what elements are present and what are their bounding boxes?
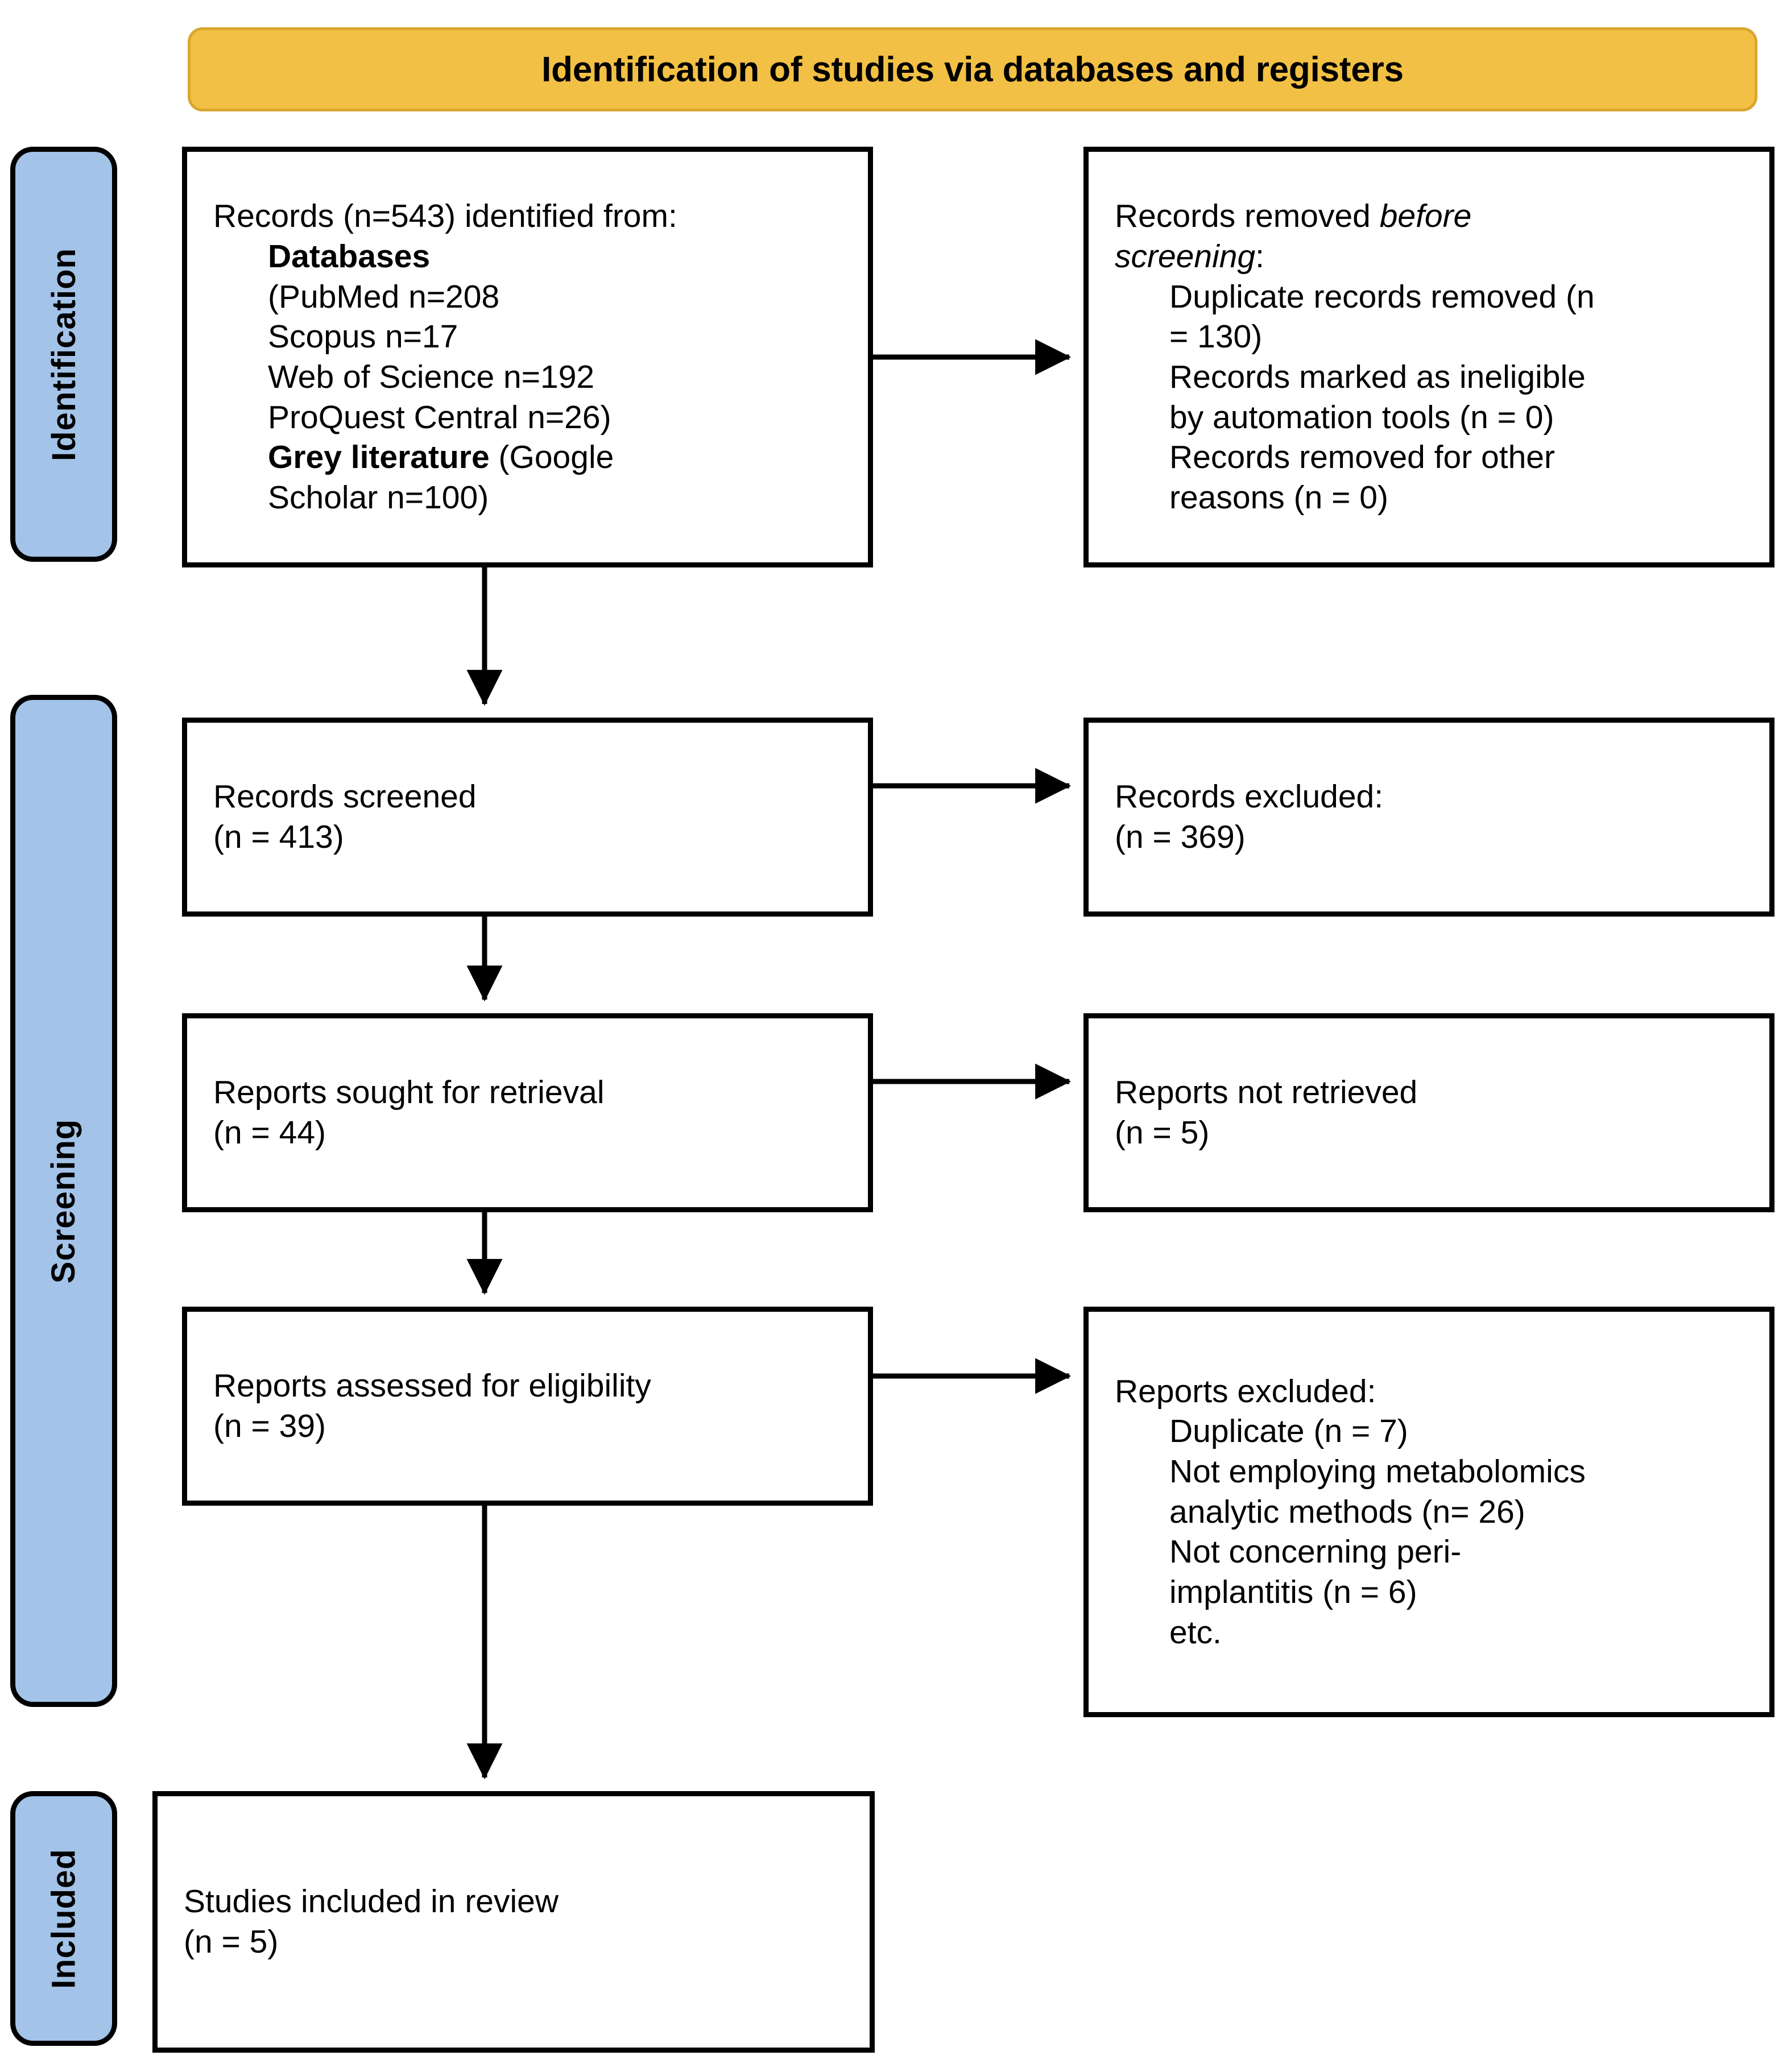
reports-assessed-label: Reports assessed for eligibility — [213, 1367, 651, 1404]
stage-tab-included: Included — [10, 1791, 117, 2046]
source-proquest-central: ProQuest Central n=26) — [268, 399, 611, 436]
records-ineligible-automation-line2: by automation tools (n = 0) — [1169, 399, 1554, 436]
reports-sought-count: (n = 44) — [213, 1114, 326, 1151]
source-scopus: Scopus n=17 — [268, 318, 458, 355]
box-reports-sought-for-retrieval: Reports sought for retrieval (n = 44) — [182, 1013, 873, 1212]
reports-not-retrieved-count: (n = 5) — [1115, 1114, 1210, 1151]
diagram-title: Identification of studies via databases … — [541, 49, 1404, 89]
source-group-databases: Databases — [268, 238, 431, 275]
records-removed-emphasis-screening: screening — [1115, 238, 1256, 275]
records-removed-colon: : — [1255, 238, 1264, 275]
box-studies-included-in-review: Studies included in review (n = 5) — [152, 1791, 875, 2053]
records-ineligible-automation-line1: Records marked as ineligible — [1169, 359, 1586, 395]
records-screened-label: Records screened — [213, 778, 477, 815]
records-removed-emphasis-before: before — [1379, 198, 1472, 235]
records-removed-heading-line2: screening: — [1115, 237, 1743, 277]
box-records-removed-before-screening: Records removed before screening: Duplic… — [1083, 147, 1774, 567]
records-identified-heading: Records (n=543) identified from: — [213, 198, 677, 235]
box-records-identified: Records (n=543) identified from: Databas… — [182, 147, 873, 567]
studies-included-count: (n = 5) — [184, 1924, 279, 1960]
box-records-screened: Records screened (n = 413) — [182, 718, 873, 917]
records-removed-prefix: Records removed — [1115, 198, 1380, 235]
records-excluded-label: Records excluded: — [1115, 778, 1384, 815]
records-screened-count: (n = 413) — [213, 819, 344, 855]
records-removed-other-line1: Records removed for other — [1169, 439, 1555, 476]
stage-label-screening: Screening — [45, 1118, 82, 1283]
duplicate-records-removed-line2: = 130) — [1169, 318, 1263, 355]
duplicate-records-removed-line1: Duplicate records removed (n — [1169, 278, 1595, 315]
source-google-scholar: Scholar n=100) — [268, 479, 489, 516]
box-reports-not-retrieved: Reports not retrieved (n = 5) — [1083, 1013, 1774, 1212]
records-excluded-count: (n = 369) — [1115, 819, 1246, 855]
stage-tab-identification: Identification — [10, 147, 117, 562]
reports-excluded-reason-duplicate: Duplicate (n = 7) — [1169, 1413, 1408, 1450]
reports-excluded-reason-metabolomics-line1: Not employing metabolomics — [1169, 1453, 1586, 1490]
stage-tab-screening: Screening — [10, 695, 117, 1707]
reports-excluded-reason-metabolomics-line2: analytic methods (n= 26) — [1169, 1493, 1525, 1530]
records-removed-heading-line1: Records removed before — [1115, 196, 1743, 237]
grey-literature-label: Grey literature — [268, 439, 490, 476]
box-reports-assessed-for-eligibility: Reports assessed for eligibility (n = 39… — [182, 1307, 873, 1506]
box-reports-excluded: Reports excluded: Duplicate (n = 7) Not … — [1083, 1307, 1774, 1717]
reports-sought-label: Reports sought for retrieval — [213, 1074, 605, 1111]
reports-assessed-count: (n = 39) — [213, 1408, 326, 1444]
reports-excluded-heading: Reports excluded: — [1115, 1373, 1376, 1410]
source-web-of-science: Web of Science n=192 — [268, 359, 595, 395]
diagram-header-banner: Identification of studies via databases … — [188, 27, 1757, 111]
grey-literature-source: (Google — [489, 439, 614, 476]
reports-not-retrieved-label: Reports not retrieved — [1115, 1074, 1418, 1111]
box-records-excluded: Records excluded: (n = 369) — [1083, 718, 1774, 917]
stage-label-included: Included — [45, 1848, 82, 1989]
records-removed-other-line2: reasons (n = 0) — [1169, 479, 1388, 516]
source-group-grey-literature: Grey literature (Google — [213, 437, 842, 478]
reports-excluded-reason-periimplantitis-line2: implantitis (n = 6) — [1169, 1574, 1417, 1610]
stage-label-identification: Identification — [45, 247, 82, 461]
reports-excluded-reason-periimplantitis-line1: Not concerning peri- — [1169, 1534, 1462, 1570]
reports-excluded-reason-etc: etc. — [1169, 1614, 1222, 1651]
studies-included-label: Studies included in review — [184, 1883, 559, 1920]
source-pubmed: (PubMed n=208 — [268, 278, 500, 315]
